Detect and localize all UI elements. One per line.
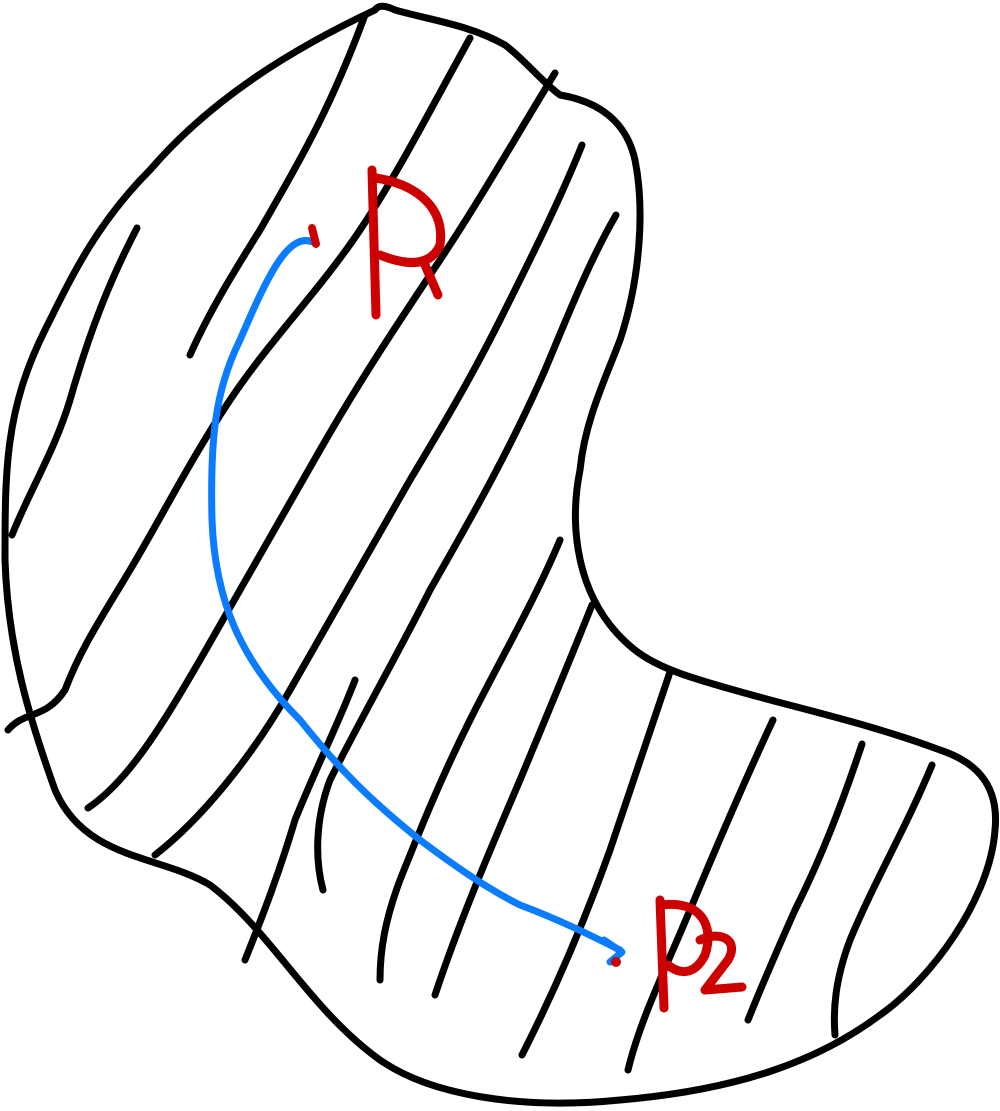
point-p1-dot [308, 224, 320, 248]
region-hatching [4, 11, 936, 1074]
point-p1 [308, 224, 320, 248]
hatch-line [830, 761, 936, 1039]
hatch-line [518, 668, 674, 1059]
point-p2-dot [611, 957, 621, 967]
label-p1-letter [367, 165, 446, 320]
hatch-line [744, 740, 866, 1024]
label-p2 [655, 895, 747, 1013]
hatch-line [376, 536, 564, 984]
hatch-line [431, 601, 596, 999]
hatch-line [314, 211, 620, 894]
hatch-line [8, 224, 141, 539]
hatch-line [186, 11, 369, 359]
connecting-path [208, 237, 624, 954]
label-p1 [367, 165, 446, 320]
hatch-line [241, 676, 359, 964]
hatch-line [84, 69, 559, 812]
label-p2-letter [655, 895, 713, 1013]
hatch-line [151, 141, 586, 859]
label-p1-subscript [420, 260, 443, 300]
hatch-line [4, 34, 474, 734]
point-p2 [611, 957, 621, 967]
label-p2-subscript [695, 931, 747, 995]
